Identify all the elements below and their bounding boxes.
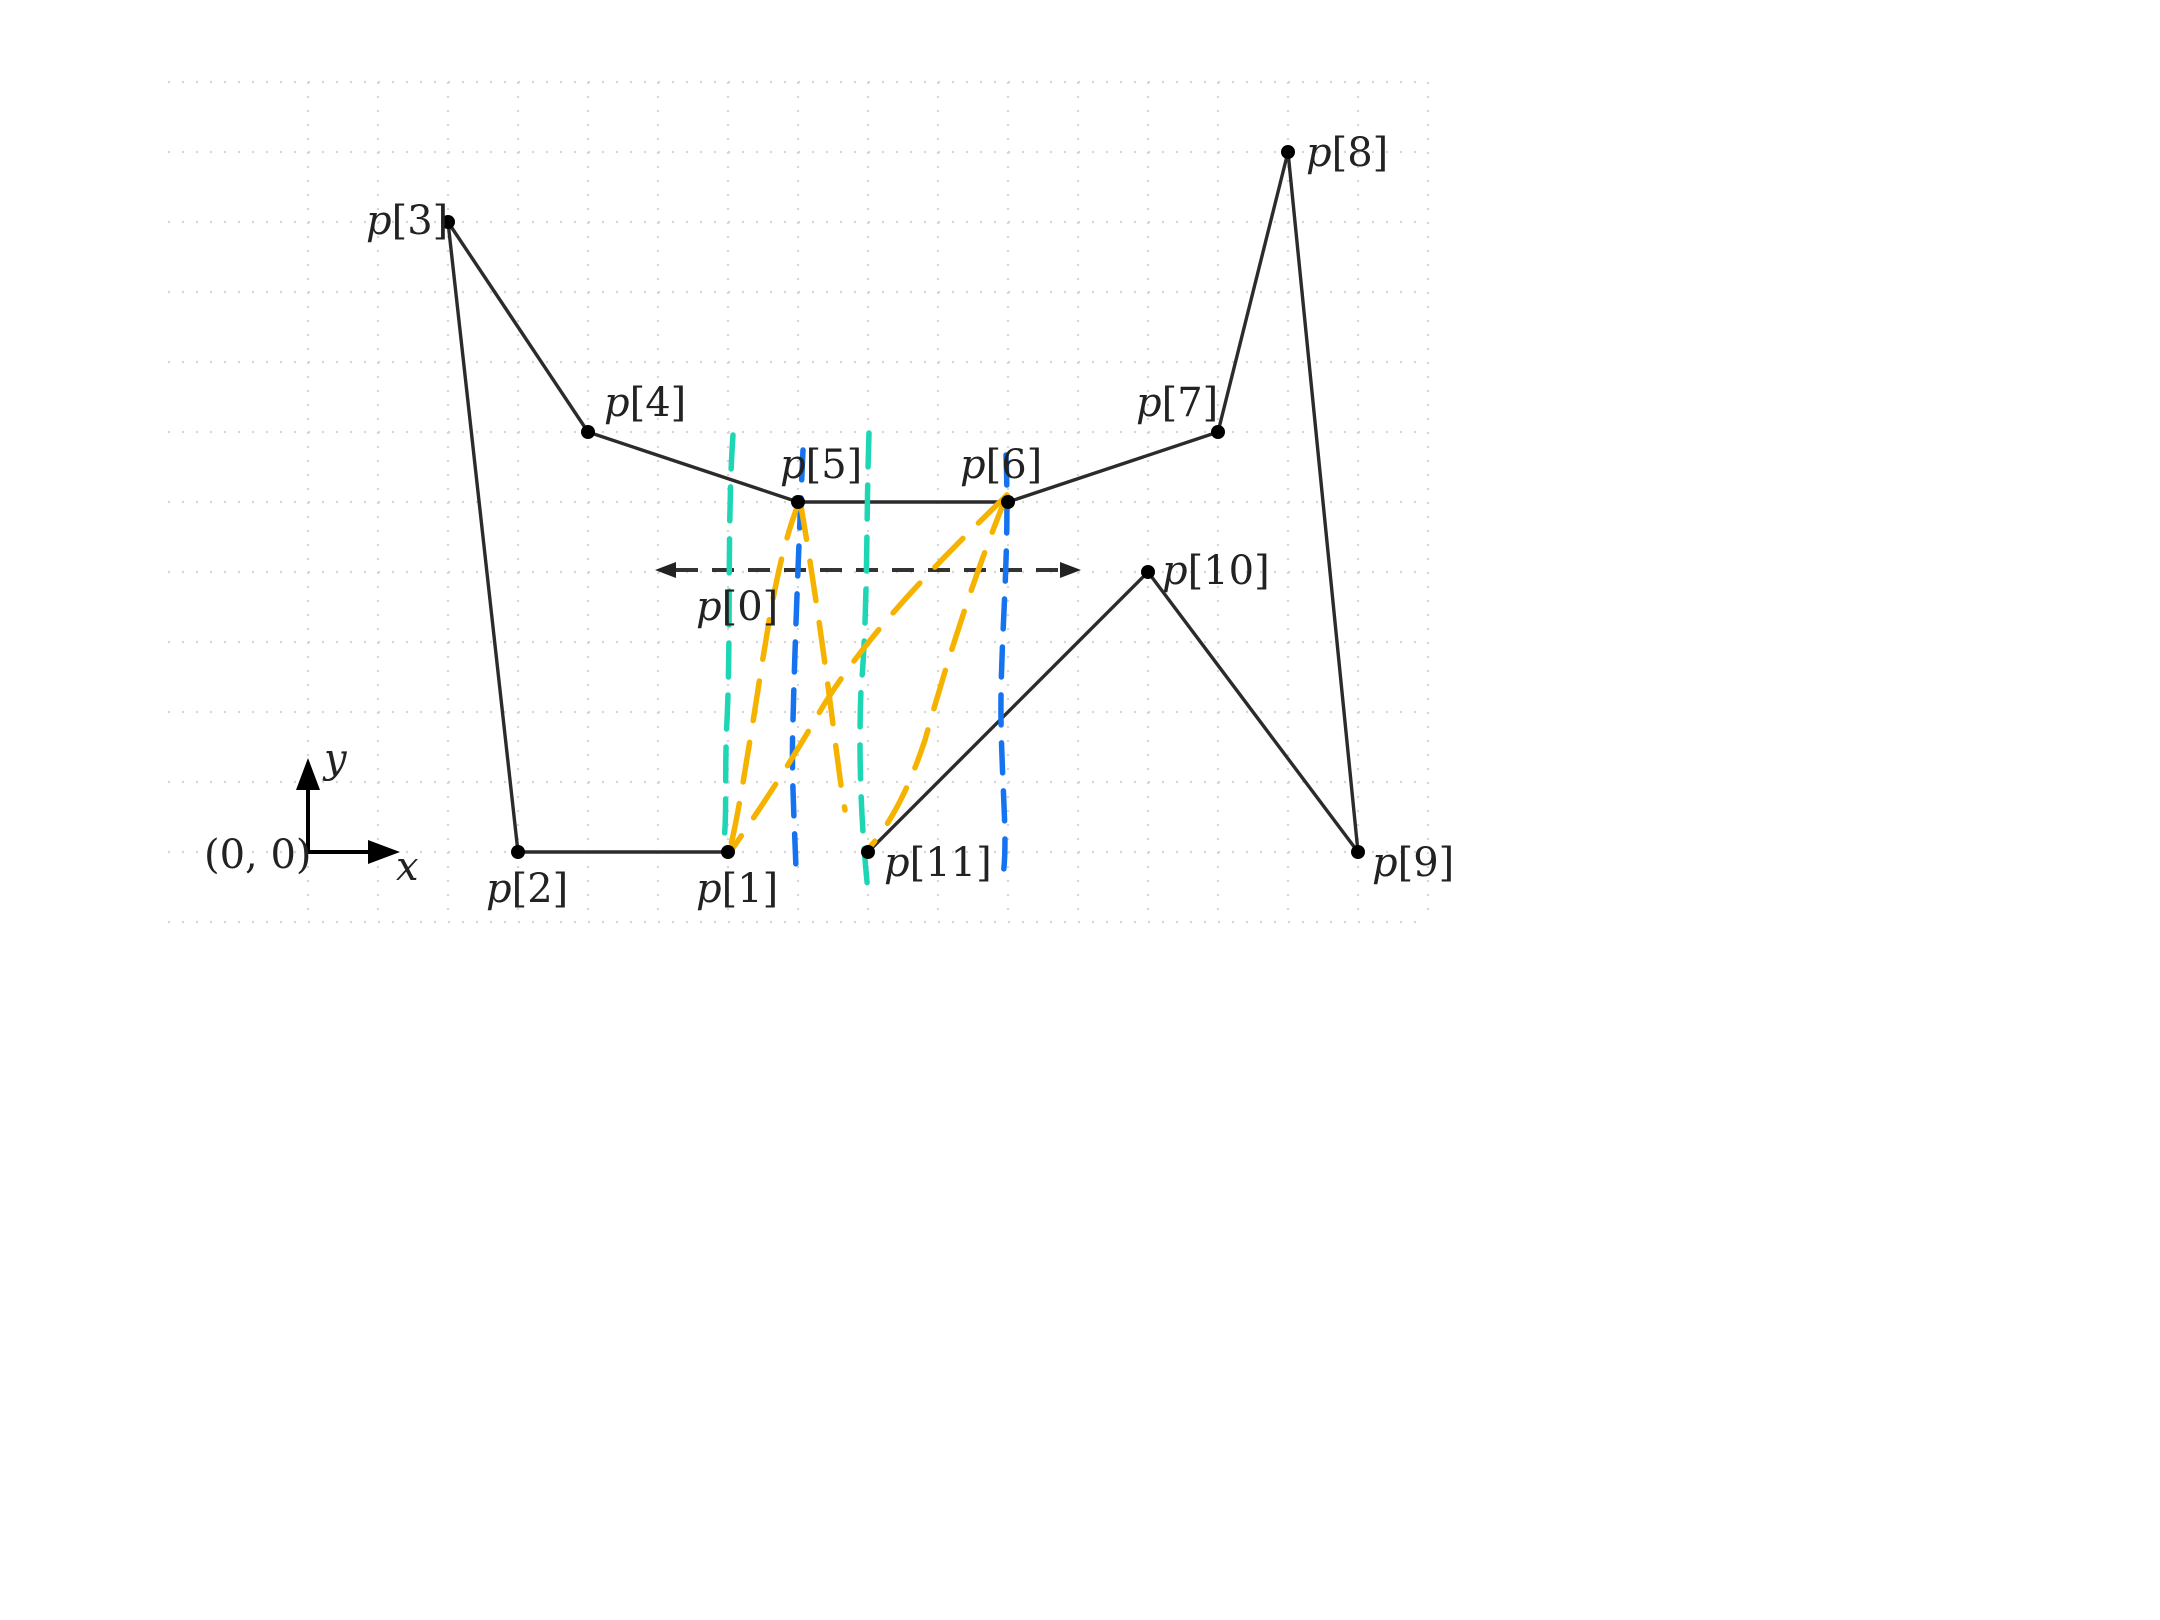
hand-annotations (719, 430, 1010, 903)
vertex-p10 (1141, 565, 1155, 579)
label-p3: p[3] (366, 198, 448, 244)
x-axis-label: x (396, 844, 419, 890)
edge-p3-p4 (446, 220, 590, 434)
label-p0: p[0] (696, 584, 778, 630)
axis-indicator: x y (0, 0) (204, 736, 419, 890)
teal-stroke-left (719, 432, 736, 853)
orange-stroke-3 (730, 492, 1010, 851)
edge-p10-p11 (866, 570, 1150, 854)
label-p10: p[10] (1162, 548, 1270, 594)
label-p8: p[8] (1306, 130, 1388, 176)
label-p11: p[11] (884, 840, 992, 886)
edge-p4-p5 (586, 430, 800, 504)
origin-label: (0, 0) (204, 832, 312, 878)
label-p4: p[4] (604, 380, 686, 426)
orange-stroke-2 (797, 497, 848, 813)
vertex-p11 (861, 845, 875, 859)
vertex-p7 (1211, 425, 1225, 439)
vertex-labels: p[0] p[1] p[2] p[3] p[4] p[5] p[6] p[7] p[8] p[9]… (366, 130, 1454, 912)
label-p9: p[9] (1372, 840, 1454, 886)
blue-stroke-right (998, 452, 1010, 879)
blue-stroke-left (789, 447, 806, 873)
label-p1: p[1] (696, 866, 778, 912)
y-axis-label: y (322, 736, 348, 782)
vertex-p9 (1351, 845, 1365, 859)
polygon-edges (446, 150, 1360, 854)
vertex-p8 (1281, 145, 1295, 159)
vertex-p4 (581, 425, 595, 439)
edge-p7-p8 (1216, 150, 1290, 434)
vertex-p5 (791, 495, 805, 509)
y-arrowhead (296, 758, 320, 790)
vertex-p1 (721, 845, 735, 859)
vertex-p6 (1001, 495, 1015, 509)
background-grid (168, 80, 1430, 924)
sweep-left-arrowhead (655, 562, 676, 578)
vertex-p3 (441, 215, 455, 229)
edge-p9-p10 (1146, 570, 1360, 854)
polygon-vertices (441, 145, 1365, 859)
edge-p2-p3 (446, 220, 520, 854)
label-p7: p[7] (1136, 380, 1218, 426)
teal-stroke-right (857, 430, 872, 903)
label-p6: p[6] (960, 442, 1042, 488)
sweep-right-arrowhead (1060, 562, 1081, 578)
orange-stroke-1 (727, 497, 803, 851)
x-arrowhead (368, 840, 400, 864)
label-p2: p[2] (486, 866, 568, 912)
label-p5: p[5] (780, 442, 862, 488)
edge-p8-p9 (1286, 150, 1360, 854)
orange-stroke-4 (866, 492, 1010, 851)
vertex-p2 (511, 845, 525, 859)
edge-p6-p7 (1006, 430, 1220, 504)
